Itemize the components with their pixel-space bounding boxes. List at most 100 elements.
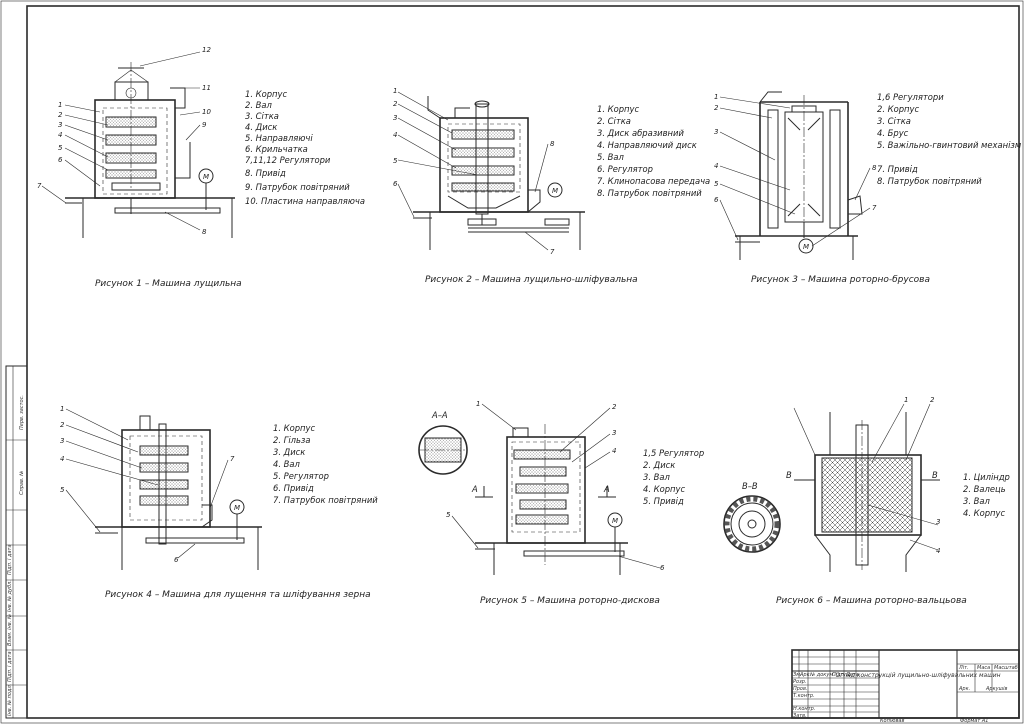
fig4-legend-5: 5. Регулятор [273, 471, 329, 481]
fig1-legend-4: 4. Диск [245, 122, 277, 132]
fig3-legend-2: 2. Корпус [877, 104, 919, 114]
margin-field-5: Взам. інв. № [7, 614, 13, 646]
fig5-section-mark-right: А [603, 484, 610, 494]
fig2-legend-5: 5. Вал [597, 152, 625, 162]
fig2-callout-7: 7 [550, 248, 555, 256]
fig5-legend-2: 2. Диск [643, 460, 675, 470]
fig4-callout-3: 3 [60, 437, 64, 445]
tb-right-3: Масштаб [994, 665, 1018, 671]
fig3-legend-3: 3. Сітка [877, 116, 911, 126]
fig4-callout-7: 7 [230, 455, 235, 463]
fig2-legend-1: 1. Корпус [597, 104, 639, 114]
fig5-callout-4: 4 [612, 447, 616, 455]
fig5-legend-1: 1,5 Регулятор [643, 448, 704, 458]
fig1-legend-8: 8. Привід [245, 168, 286, 178]
fig4-callout-1: 1 [60, 405, 64, 413]
fig6-callout-3: 3 [936, 518, 940, 526]
fig4-legend-6: 6. Привід [273, 483, 314, 493]
figure-5-rotor-disc: А–А M А А 1 2 3 [418, 400, 665, 575]
fig3-motor-label: M [803, 243, 809, 251]
fig1-motor-label: M [203, 173, 209, 181]
fig1-legend-6: 6. Крильчатка [245, 144, 308, 154]
fig6-callout-4: 4 [936, 547, 940, 555]
fig1-callout-4: 4 [58, 131, 62, 139]
margin-field-3: Підп. і дата [7, 544, 13, 575]
footer-format: Формат А1 [960, 718, 988, 724]
fig1-legend-3: 3. Сітка [245, 111, 279, 121]
fig2-callout-2: 2 [393, 100, 398, 108]
fig3-callout-3: 3 [714, 128, 718, 136]
margin-field-6: Підп. і дата [7, 651, 13, 682]
fig5-section-label: А–А [431, 410, 448, 420]
fig2-callout-4: 4 [393, 131, 397, 139]
margin-field-2: Справ. № [19, 471, 25, 495]
fig1-callout-3: 3 [58, 121, 62, 129]
fig5-legend-4: 4. Корпус [643, 484, 685, 494]
tb-row-5: Затв. [793, 713, 807, 719]
title-block: Зм. Арк. № докум. Підп. Дата Розр. Пров.… [791, 649, 1020, 719]
fig4-legend-3: 3. Диск [273, 447, 305, 457]
fig2-callout-1: 1 [393, 87, 397, 95]
margin-field-4: Інв. № дубл. [7, 580, 13, 612]
margin-strip: Перв. застос. Справ. № Підп. і дата Інв.… [5, 365, 28, 719]
fig4-legend-7: 7. Патрубок повітряний [273, 495, 378, 505]
tb-row-4: Н.контр. [793, 706, 815, 712]
fig2-callout-3: 3 [393, 114, 397, 122]
fig1-callout-7: 7 [37, 182, 42, 190]
tb-title: Огляд конструкцій лущильно-шліфувальних … [835, 672, 1000, 679]
margin-field-7: Інв. № подл. [7, 684, 13, 716]
fig6-caption: Рисунок 6 – Машина роторно-вальцьова [776, 596, 967, 606]
fig5-motor-label: M [612, 517, 618, 525]
fig6-callout-2: 2 [930, 396, 935, 404]
fig3-caption: Рисунок 3 – Машина роторно-брусова [751, 275, 930, 285]
tb-col-5: Дата [845, 672, 859, 678]
fig1-callout-6: 6 [58, 156, 63, 164]
fig1-legend-9: 9. Патрубок повітряний [245, 182, 350, 192]
fig3-callout-1: 1 [714, 93, 718, 101]
fig1-legend-5: 5. Направляючі [245, 133, 313, 143]
fig4-callout-6: 6 [174, 556, 179, 564]
fig6-legend-1: 1. Циліндр [963, 472, 1010, 482]
figure-1-legend: 1. Корпус 2. Вал 3. Сітка 4. Диск 5. Нап… [245, 89, 365, 206]
fig6-legend-3: 3. Вал [963, 496, 991, 506]
fig2-motor-label: M [552, 187, 558, 195]
fig3-legend-8: 8. Патрубок повітряний [877, 176, 982, 186]
tb-col-1: Зм. [793, 672, 802, 678]
tb-right-4: Арк. [958, 686, 970, 692]
fig2-legend-8: 8. Патрубок повітряний [597, 188, 702, 198]
figure-2-legend: 1. Корпус 2. Сітка 3. Диск абразивний 4.… [597, 104, 710, 198]
fig5-callout-2: 2 [612, 403, 617, 411]
fig3-callout-8: 8 [872, 164, 877, 172]
fig5-legend-5: 5. Привід [643, 496, 684, 506]
margin-field-1: Перв. застос. [19, 395, 25, 430]
figure-6-rotor-roller: В–В В В 1 2 3 4 [723, 396, 940, 572]
fig2-legend-2: 2. Сітка [597, 116, 631, 126]
fig1-callout-8: 8 [202, 228, 207, 236]
fig2-legend-3: 3. Диск абразивний [597, 128, 684, 138]
fig3-callout-2: 2 [714, 104, 719, 112]
fig2-caption: Рисунок 2 – Машина лущильно-шліфувальна [425, 275, 638, 285]
figure-6-legend: 1. Циліндр 2. Валець 3. Вал 4. Корпус [963, 472, 1010, 518]
fig1-callout-5: 5 [58, 144, 63, 152]
figure-3-rotor-bar: M 1 2 3 4 5 6 7 8 [714, 91, 877, 260]
fig1-legend-1: 1. Корпус [245, 89, 287, 99]
fig2-callout-6: 6 [393, 180, 398, 188]
fig1-callout-12: 12 [202, 46, 211, 54]
figure-4-legend: 1. Корпус 2. Гільза 3. Диск 4. Вал 5. Ре… [273, 423, 378, 505]
tb-right-1: Літ. [958, 665, 969, 671]
fig6-section-mark-left: В [786, 470, 792, 480]
fig3-legend-7: 7. Привід [877, 164, 918, 174]
fig4-callout-4: 4 [60, 455, 64, 463]
fig5-callout-3: 3 [612, 429, 616, 437]
fig2-callout-5: 5 [393, 157, 398, 165]
figure-3-legend: 1,6 Регулятори 2. Корпус 3. Сітка 4. Бру… [877, 92, 1021, 186]
fig1-legend-7: 7,11,12 Регулятори [245, 155, 331, 165]
fig1-caption: Рисунок 1 – Машина лущильна [95, 279, 242, 289]
fig1-callout-9: 9 [202, 121, 207, 129]
figure-4-hulling-polishing: M 1 2 3 4 5 6 7 [60, 405, 262, 570]
fig4-legend-2: 2. Гільза [273, 435, 311, 445]
fig2-legend-6: 6. Регулятор [597, 164, 653, 174]
fig3-legend-5: 5. Важільно-гвинтовий механізм [877, 140, 1021, 150]
fig5-callout-6: 6 [660, 564, 665, 572]
fig4-motor-label: M [234, 504, 240, 512]
